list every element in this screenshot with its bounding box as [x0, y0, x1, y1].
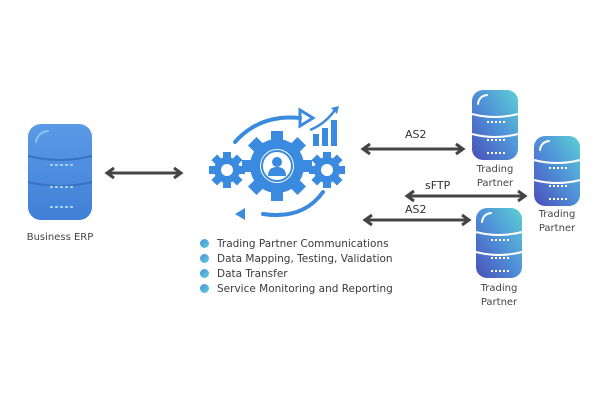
service-item: Trading Partner Communications	[200, 236, 393, 251]
erp-label: Business ERP	[26, 232, 94, 243]
partner-3-label: Trading Partner	[480, 283, 518, 308]
partner-1-server-icon	[471, 89, 519, 161]
service-item: Data Mapping, Testing, Validation	[200, 251, 393, 266]
partner-2-arrow	[404, 189, 528, 203]
bullet-icon	[200, 254, 209, 263]
erp-server-icon	[27, 124, 93, 220]
services-list: Trading Partner Communications Data Mapp…	[200, 236, 393, 296]
partner-1-label: Trading Partner	[476, 164, 514, 189]
bullet-icon	[200, 269, 209, 278]
partner-3-server-icon	[475, 207, 523, 279]
partner-2-protocol: sFTP	[425, 179, 451, 192]
partner-3-arrow	[362, 213, 472, 227]
service-item: Service Monitoring and Reporting	[200, 281, 393, 296]
partner-2-server-icon	[533, 135, 581, 207]
erp-hub-arrow	[104, 166, 184, 180]
bullet-icon	[200, 239, 209, 248]
partner-3-protocol: AS2	[405, 203, 427, 216]
gears-person-icon	[209, 106, 345, 220]
partner-1-arrow	[360, 142, 466, 156]
partner-2-label: Trading Partner	[538, 209, 576, 234]
bullet-icon	[200, 284, 209, 293]
service-item: Data Transfer	[200, 266, 393, 281]
partner-1-protocol: AS2	[405, 128, 427, 141]
